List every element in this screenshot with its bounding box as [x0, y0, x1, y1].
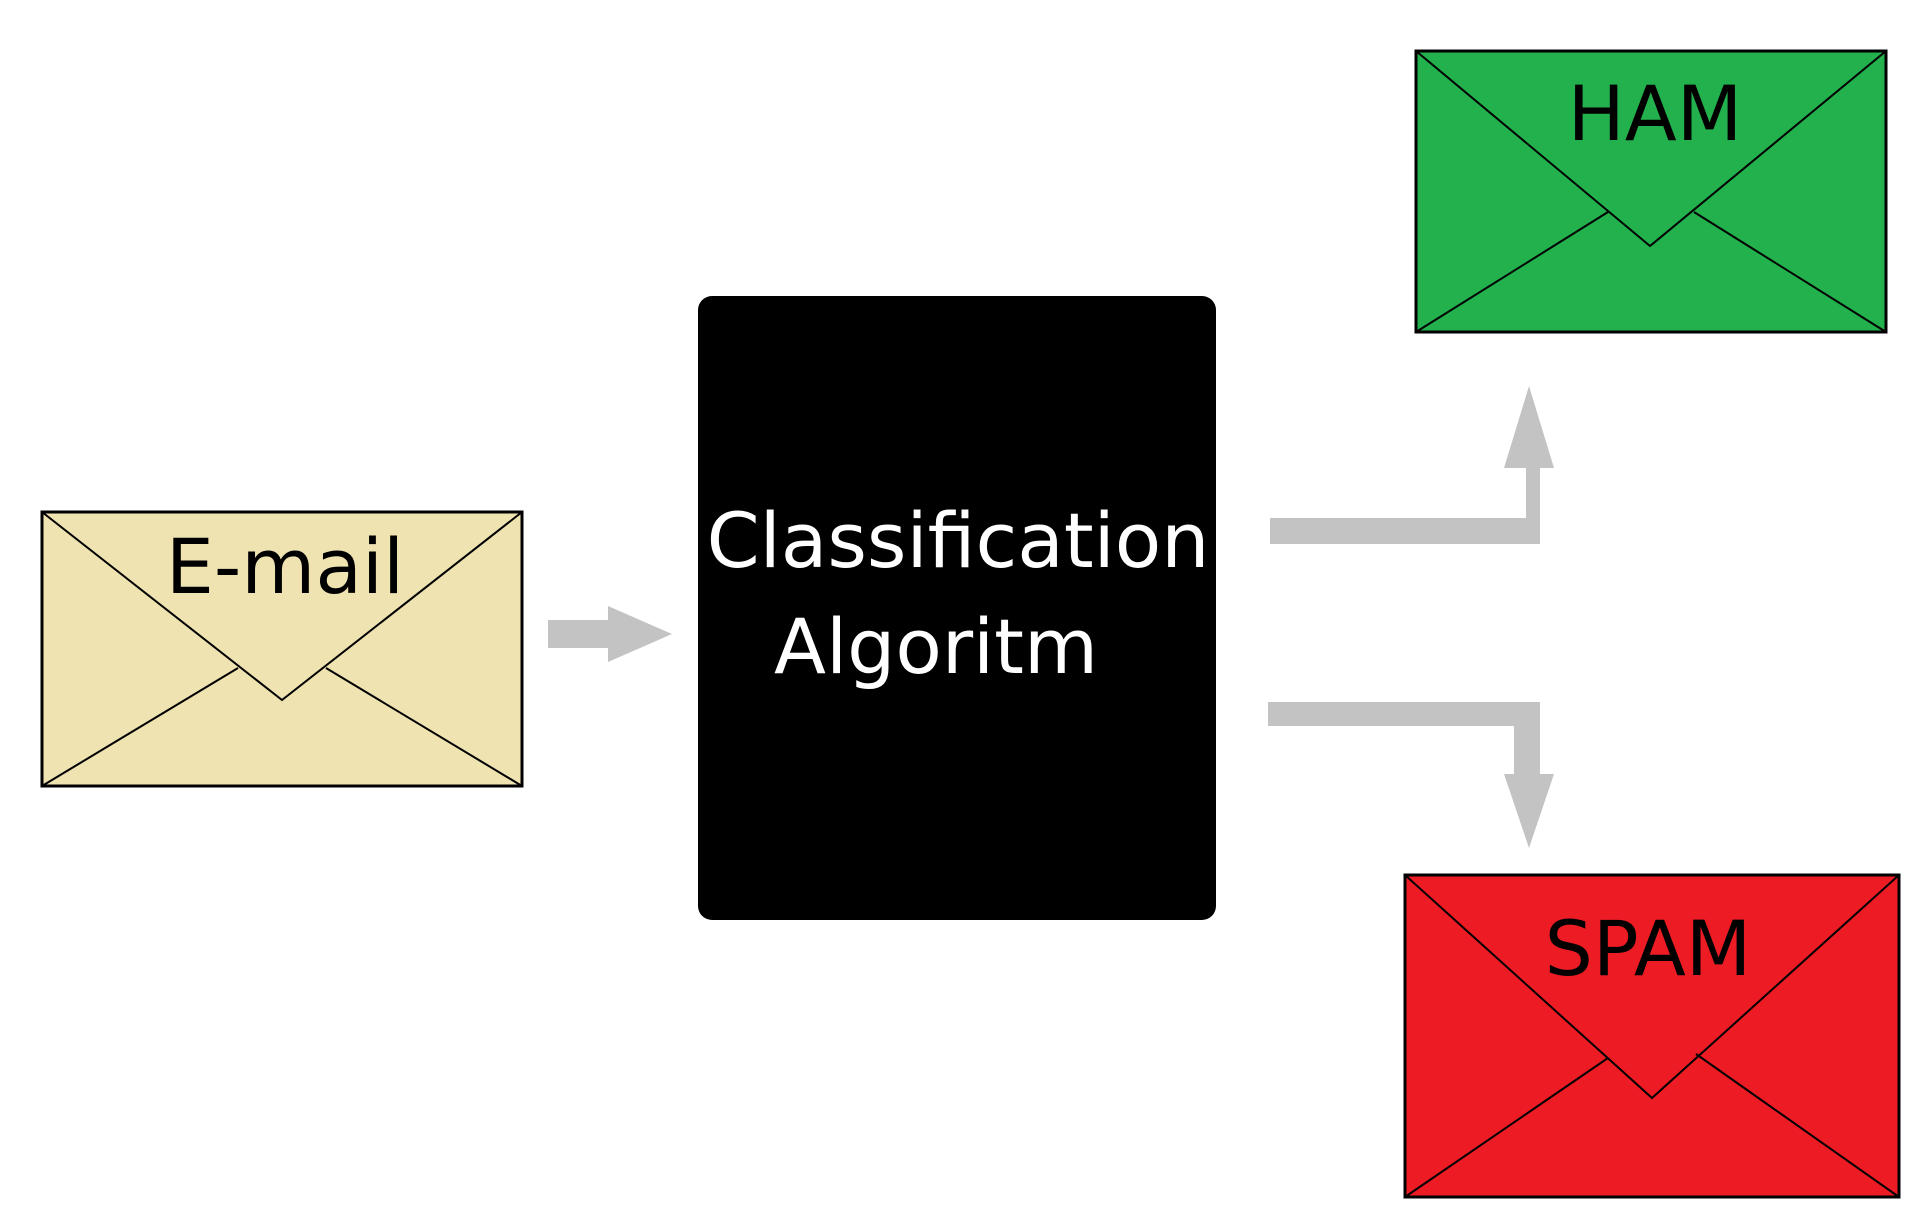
- spam-envelope-body: [1403, 873, 1901, 1199]
- classifier-box: [698, 296, 1216, 920]
- input-envelope-fold-left: [41, 667, 239, 787]
- spam-envelope: SPAM: [1403, 873, 1901, 1199]
- classifier-block: Classification Algoritm: [698, 296, 1216, 920]
- input-envelope-fold-right: [325, 667, 523, 787]
- spam-label: SPAM: [1545, 904, 1752, 993]
- ham-label: HAM: [1568, 69, 1743, 158]
- ham-envelope-flap: [1415, 50, 1887, 248]
- ham-envelope-fold-left: [1415, 211, 1609, 333]
- input-email-label: E-mail: [166, 522, 404, 611]
- input-envelope-flap: [41, 511, 523, 702]
- input-envelope-body: [40, 510, 524, 788]
- arrow-classifier-to-ham: [1270, 386, 1554, 544]
- ham-envelope-fold-right: [1693, 211, 1887, 333]
- classifier-label-line2: Algoritm: [774, 602, 1098, 691]
- spam-envelope-fold-left: [1404, 1057, 1609, 1198]
- input-email-envelope: E-mail: [40, 510, 524, 788]
- ham-envelope: HAM: [1414, 49, 1888, 334]
- ham-envelope-body: [1414, 49, 1888, 334]
- arrow-classifier-to-spam: [1268, 702, 1554, 848]
- spam-envelope-fold-right: [1695, 1053, 1900, 1198]
- classifier-label-line1: Classification: [707, 496, 1210, 585]
- spam-envelope-flap: [1404, 874, 1900, 1100]
- arrow-input-to-classifier: [548, 606, 672, 662]
